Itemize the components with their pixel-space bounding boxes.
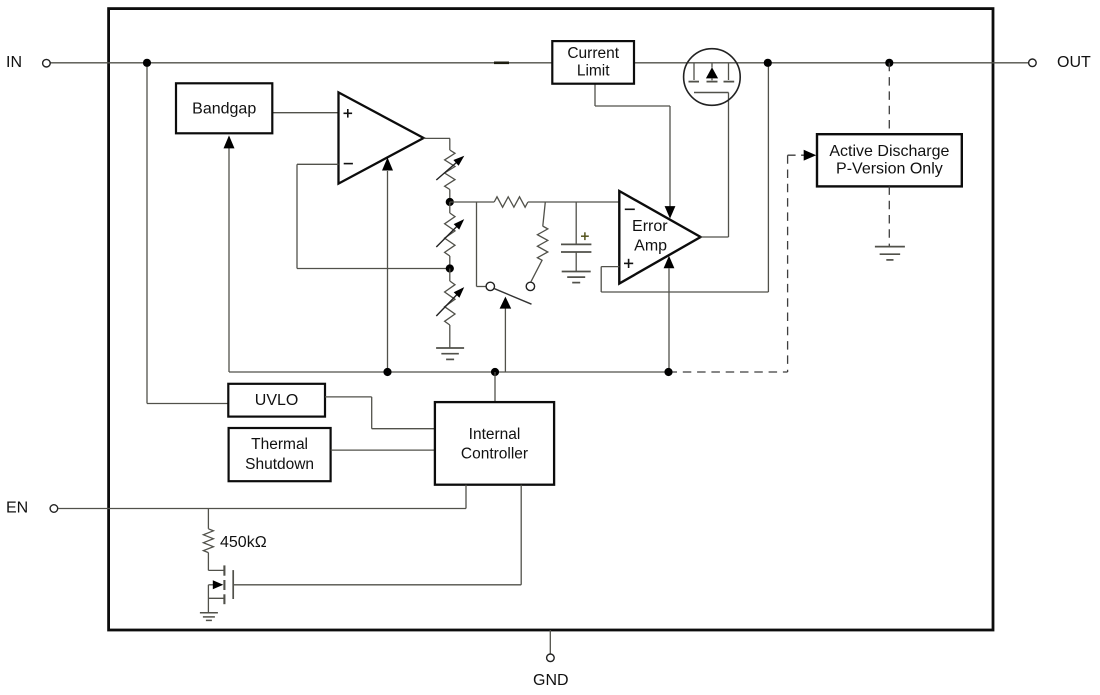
svg-text:Current: Current [567,45,619,62]
svg-text:Limit: Limit [577,63,610,80]
svg-text:UVLO: UVLO [255,392,299,409]
svg-text:EN: EN [6,499,28,516]
svg-text:Thermal: Thermal [251,436,308,453]
svg-text:P-Version Only: P-Version Only [836,160,943,177]
svg-text:Shutdown: Shutdown [245,456,314,473]
svg-text:Controller: Controller [461,445,528,462]
svg-text:Amp: Amp [634,237,667,254]
svg-text:Bandgap: Bandgap [192,100,256,117]
svg-text:Active Discharge: Active Discharge [829,143,949,160]
svg-text:Internal: Internal [469,426,521,443]
svg-text:Error: Error [632,218,668,235]
svg-text:IN: IN [6,54,22,71]
svg-text:OUT: OUT [1057,54,1091,71]
svg-text:GND: GND [533,672,569,689]
svg-text:450kΩ: 450kΩ [220,534,267,551]
